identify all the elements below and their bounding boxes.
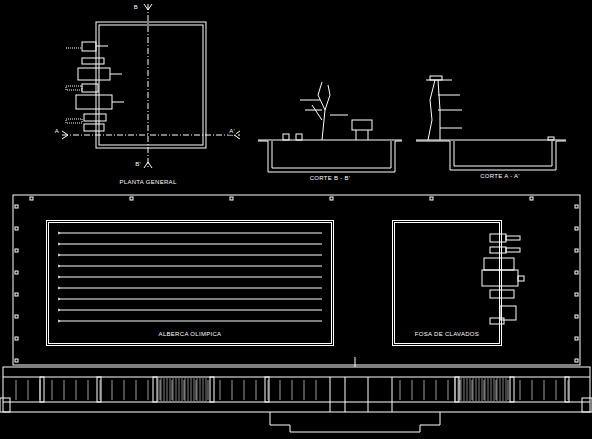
bleachers [0, 367, 592, 432]
fosa-boards [482, 234, 524, 324]
section-mark: A' [228, 128, 236, 135]
building-outline [13, 195, 580, 367]
section-mark: B' [134, 161, 142, 168]
pool-lanes [58, 232, 322, 322]
pool-outline: FOSA DE CLAVADOS [392, 220, 502, 346]
view-title: PLANTA GENERAL [118, 179, 177, 186]
pool-outline: ALBERCA OLIMPICA [46, 220, 334, 346]
pool-name: ALBERCA OLIMPICA [157, 331, 224, 338]
section-mark: A [54, 128, 60, 135]
section-b [258, 82, 402, 172]
pool-name: FOSA DE CLAVADOS [413, 331, 481, 338]
section-mark: B [133, 4, 139, 11]
view-title: CORTE A - A' [479, 173, 521, 180]
view-title: CORTE B - B' [309, 175, 352, 182]
section-a [416, 76, 566, 170]
diving-boards [66, 42, 124, 131]
general-plan [62, 4, 240, 168]
